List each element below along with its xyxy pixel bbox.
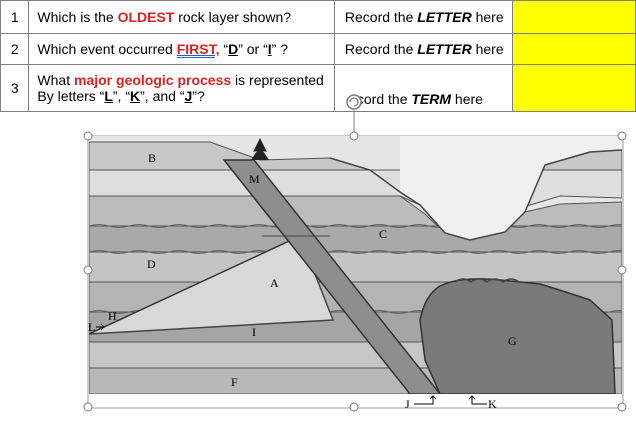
- record-keyword: LETTER: [417, 9, 472, 25]
- stratum-d: [89, 251, 622, 283]
- land-surface: [329, 149, 622, 241]
- record-instruction: cord the TERM here: [333, 64, 513, 112]
- intrusion-g: [419, 278, 616, 394]
- tree-icon: [251, 138, 269, 160]
- arrow-j-icon: [414, 395, 437, 405]
- question-text-part: ” or “: [238, 41, 268, 57]
- question-line-2: By letters “L”, “K”, and “J”?: [37, 88, 333, 104]
- question-table: 1 Which is the OLDEST rock layer shown? …: [0, 0, 636, 112]
- record-instruction: Record the LETTER here: [333, 33, 513, 65]
- record-keyword: TERM: [411, 91, 452, 107]
- resize-handle-bottom-left[interactable]: [83, 402, 93, 412]
- record-instruction: Record the LETTER here: [333, 0, 513, 34]
- question-text-part: rock layer shown?: [174, 9, 292, 25]
- question-text-part: “: [219, 41, 229, 57]
- record-text-part: here: [451, 91, 483, 107]
- question-text: Which is the OLDEST rock layer shown?: [28, 0, 335, 34]
- question-text-part: What: [37, 72, 74, 88]
- question-row-3: 3 What major geologic process is represe…: [0, 64, 636, 112]
- contact-line: [89, 235, 301, 335]
- row-number: 2: [0, 33, 30, 65]
- label-c: C: [379, 227, 387, 241]
- question-text: What major geologic process is represent…: [28, 64, 335, 112]
- question-letter: I: [267, 41, 272, 57]
- record-text-part: here: [471, 9, 504, 25]
- label-k: K: [488, 397, 497, 411]
- gravel-line: [454, 278, 520, 283]
- question-letter: L: [104, 88, 113, 104]
- rotate-arrow-icon: [349, 97, 359, 107]
- fault-m: [222, 159, 441, 394]
- arrow-l-icon: [96, 323, 105, 331]
- question-row-2: 2 Which event occurred FIRST, “D” or “I”…: [0, 33, 636, 65]
- label-i: I: [252, 325, 256, 339]
- strata-group: [89, 136, 622, 394]
- resize-handle-left[interactable]: [83, 265, 93, 275]
- record-keyword: LETTER: [417, 41, 472, 57]
- resize-handle-top-left[interactable]: [83, 131, 93, 141]
- label-f: F: [231, 375, 238, 389]
- question-letter: J: [184, 88, 193, 104]
- label-d: D: [147, 257, 156, 271]
- arrow-k-icon: [468, 395, 487, 405]
- answer-cell[interactable]: [511, 33, 636, 65]
- answer-cell[interactable]: [511, 64, 636, 112]
- question-keyword: OLDEST: [117, 9, 175, 25]
- label-h: H: [108, 309, 117, 323]
- stratum-dark-band: [89, 225, 622, 253]
- selection-handles[interactable]: [83, 131, 627, 412]
- question-text-part: Which is the: [37, 9, 118, 25]
- rotate-handle-icon[interactable]: [346, 94, 362, 110]
- question-text-part: ”, “: [112, 88, 130, 104]
- unconformity-line: [89, 224, 622, 228]
- question-text-part: By letters “: [37, 88, 105, 104]
- question-text: Which event occurred FIRST, “D” or “I” ?: [28, 33, 335, 65]
- valley-air: [400, 136, 622, 240]
- question-text-part: ”?: [192, 88, 205, 104]
- record-text-part: Record the: [344, 9, 418, 25]
- question-row-1: 1 Which is the OLDEST rock layer shown? …: [0, 0, 636, 34]
- label-j: J: [405, 397, 410, 411]
- question-keyword: major geologic process: [74, 72, 232, 88]
- label-l: L: [88, 320, 95, 334]
- question-keyword: FIRST,: [176, 41, 220, 57]
- resize-handle-bottom-right[interactable]: [617, 402, 627, 412]
- label-g: G: [508, 334, 517, 348]
- question-letter: D: [228, 41, 239, 57]
- record-text-part: cord the: [356, 91, 412, 107]
- question-text-part: ” ?: [271, 41, 288, 57]
- row-number: 3: [0, 64, 30, 112]
- label-b: B: [148, 151, 156, 165]
- label-a: A: [270, 276, 279, 290]
- label-m: M: [249, 172, 260, 186]
- question-text-part: is represented: [231, 72, 324, 88]
- record-text-part: here: [471, 41, 504, 57]
- record-text-part: Record the: [344, 41, 418, 57]
- answer-cell[interactable]: [511, 0, 636, 34]
- resize-handle-top[interactable]: [349, 131, 359, 141]
- question-letter: K: [130, 88, 141, 104]
- row-number: 1: [0, 0, 30, 34]
- resize-handle-right[interactable]: [617, 265, 627, 275]
- resize-handle-top-right[interactable]: [617, 131, 627, 141]
- question-text-part: Which event occurred: [37, 41, 177, 57]
- wavy-line: [89, 250, 622, 254]
- question-line-1: What major geologic process is represent…: [37, 72, 333, 88]
- rotate-handle[interactable]: [346, 94, 362, 110]
- resize-handle-bottom[interactable]: [349, 402, 359, 412]
- question-text-part: ”, and “: [140, 88, 185, 104]
